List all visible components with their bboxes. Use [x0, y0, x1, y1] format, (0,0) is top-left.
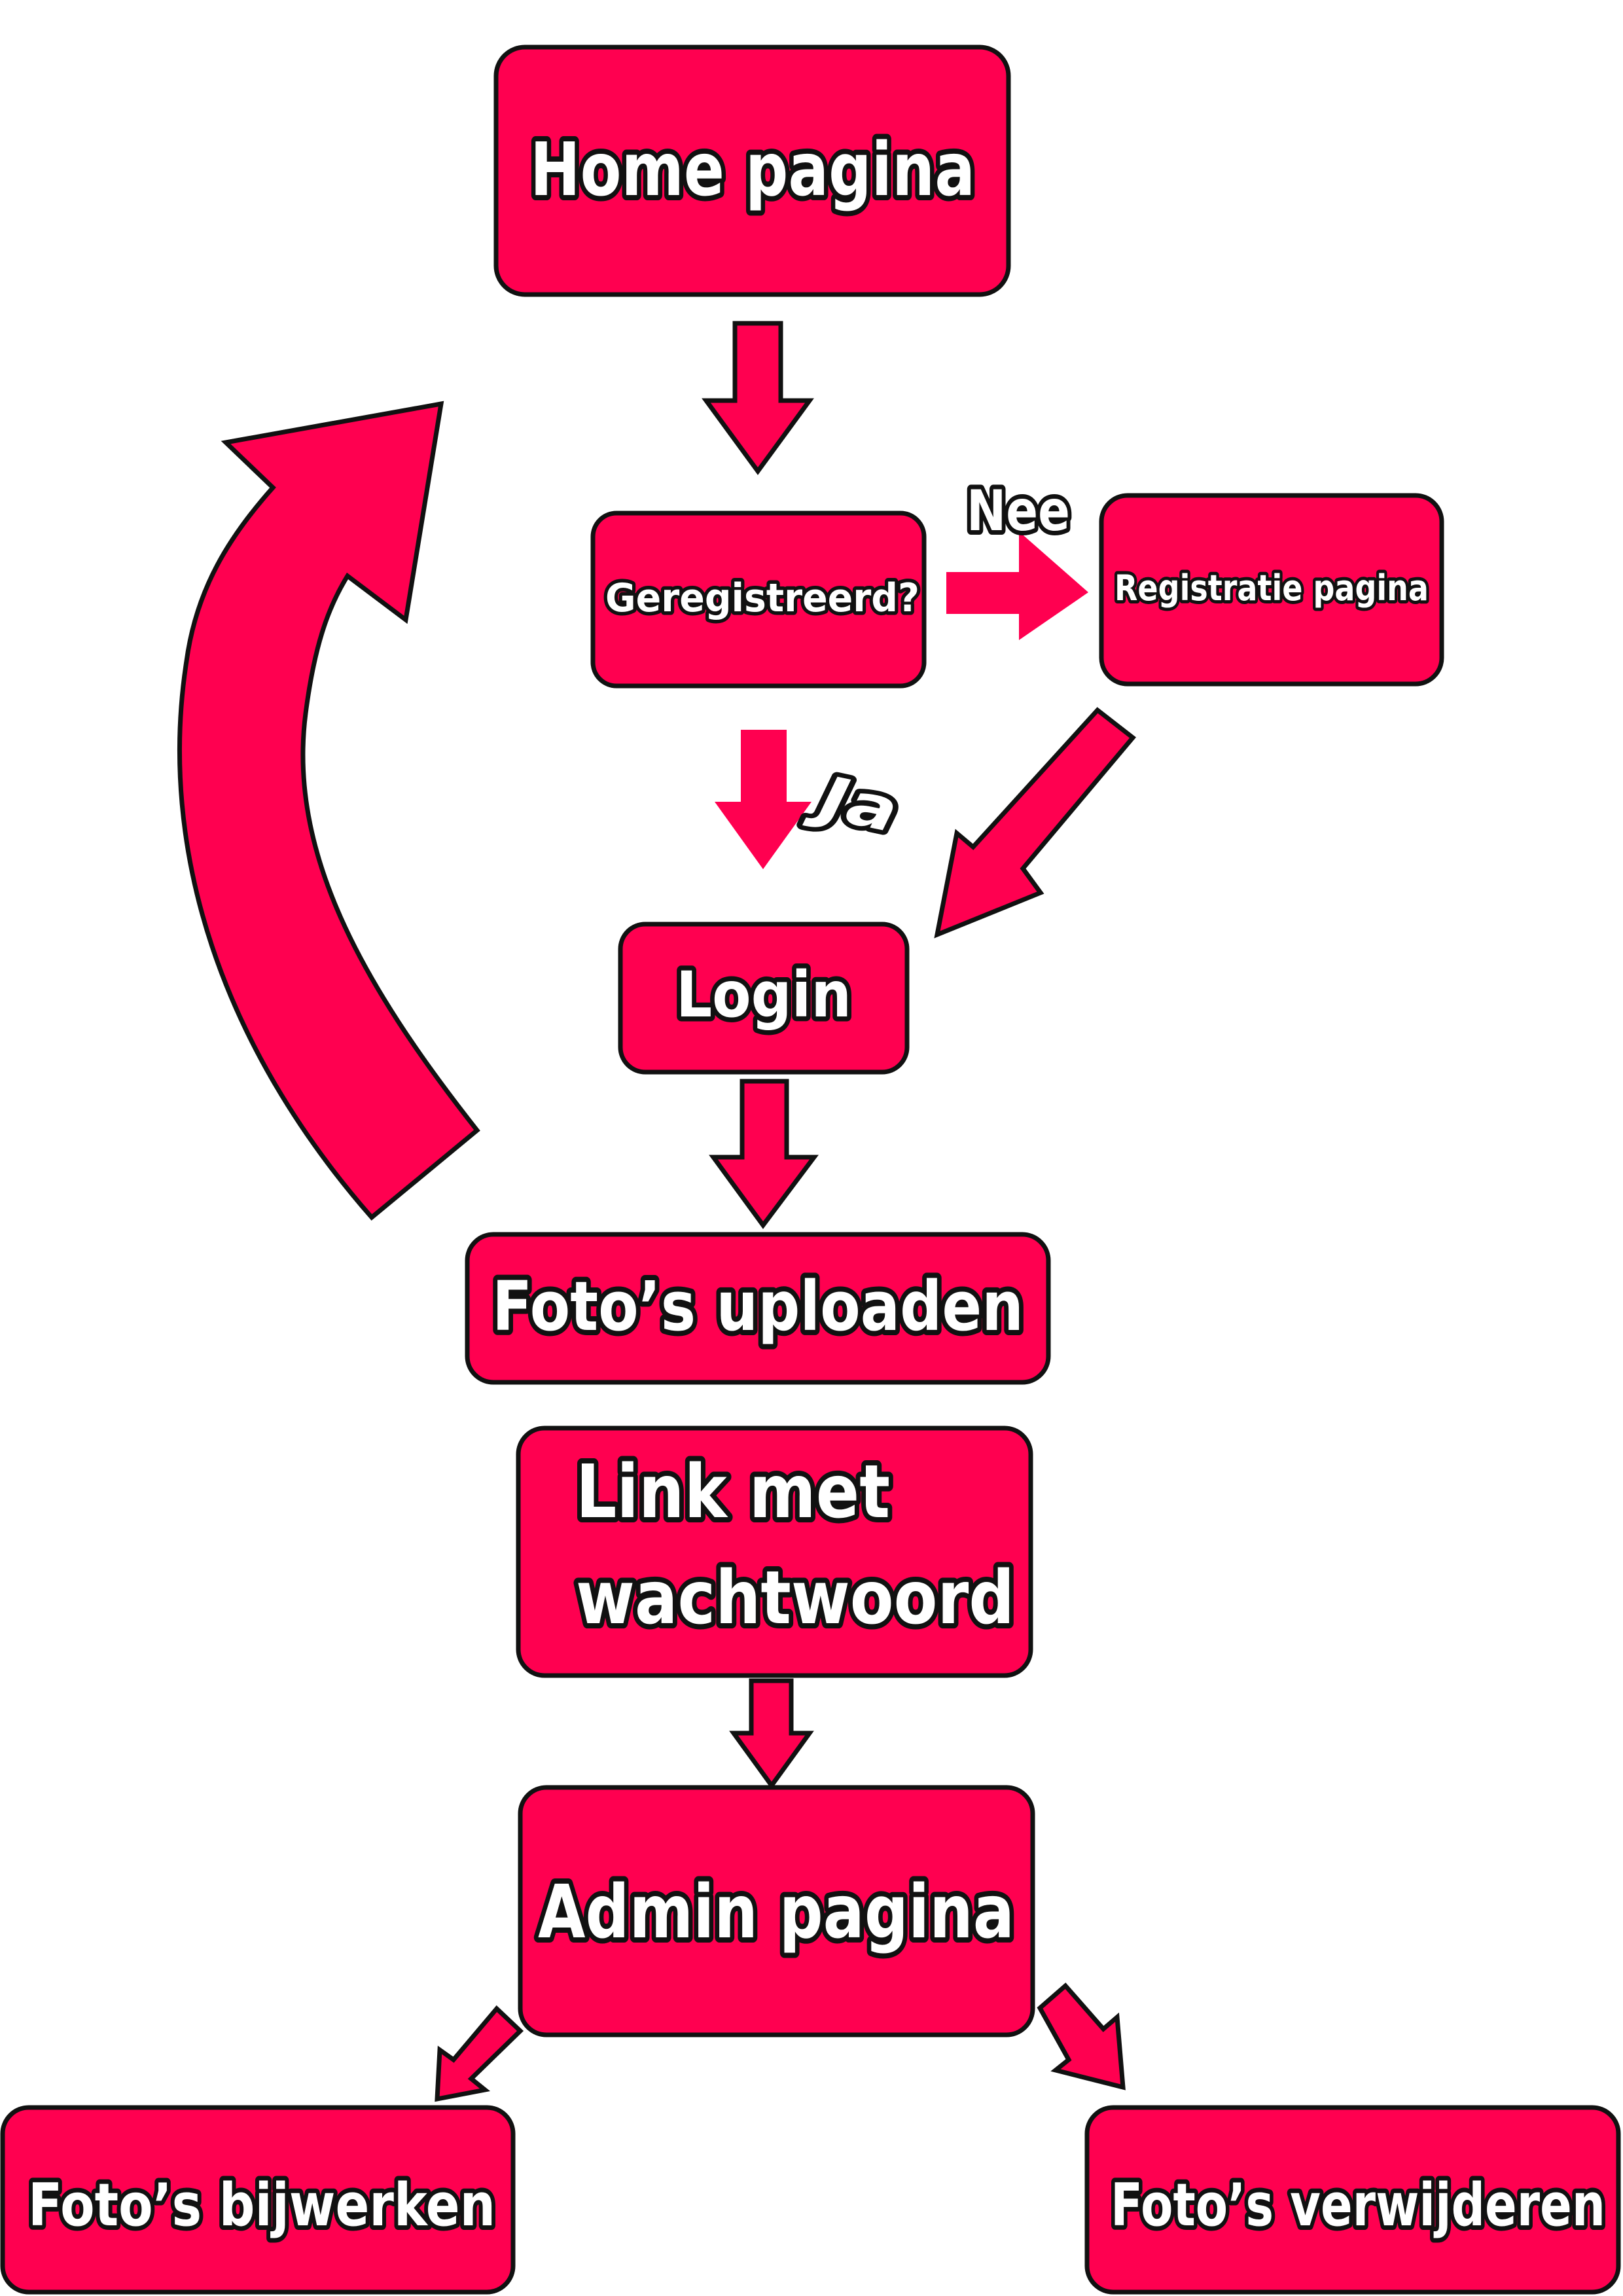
arrow-registered-to-registration: [946, 531, 1088, 640]
node-delete: Foto’s verwijderen: [1084, 2105, 1621, 2295]
node-home-label: Home pagina: [530, 128, 975, 213]
edge-label-yes: Ja: [802, 761, 904, 846]
node-update-label: Foto’s bijwerken: [28, 2171, 495, 2240]
arrow-home-to-registered: [702, 321, 814, 475]
node-admin: Admin pagina: [518, 1785, 1035, 2037]
node-upload: Foto’s uploaden: [465, 1232, 1051, 1385]
node-login: Login: [618, 922, 910, 1075]
edge-label-no: Nee: [967, 478, 1070, 544]
node-registration-label: Registratie pagina: [1115, 567, 1429, 609]
node-registration: Registratie pagina: [1099, 493, 1444, 687]
arrow-link-to-admin: [729, 1678, 814, 1789]
node-upload-label: Foto’s uploaden: [492, 1266, 1024, 1346]
node-link-label-line2: wachtwoord: [576, 1556, 1014, 1641]
arrow-admin-to-update: [435, 2005, 524, 2102]
arrow-login-to-upload: [709, 1079, 819, 1229]
node-link-password: Link met wachtwoord: [516, 1426, 1033, 1678]
node-delete-label: Foto’s verwijderen: [1111, 2171, 1605, 2240]
arrow-registration-to-login: [934, 707, 1137, 939]
node-update: Foto’s bijwerken: [0, 2105, 516, 2295]
node-admin-label: Admin pagina: [538, 1870, 1014, 1955]
arrow-registered-to-login: [715, 730, 812, 869]
arrow-upload-back-to-home: [177, 401, 480, 1221]
arrow-admin-to-delete: [1037, 1982, 1126, 2090]
node-registered-label: Geregistreerd?: [605, 575, 919, 621]
node-login-label: Login: [676, 958, 851, 1031]
node-registered: Geregistreerd?: [590, 511, 927, 689]
node-home: Home pagina: [493, 45, 1011, 297]
node-link-label-line1: Link met: [576, 1450, 890, 1535]
